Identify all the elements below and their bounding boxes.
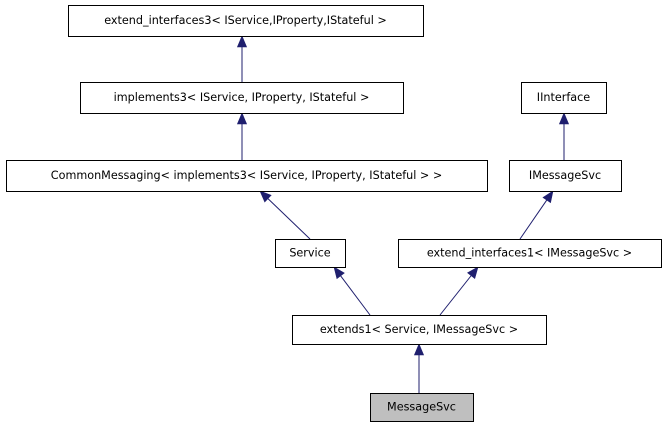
edges-layer <box>236 35 570 393</box>
edge-arrowhead-icon <box>333 266 345 280</box>
class-node-extend-interfaces1[interactable]: extend_interfaces1< IMessageSvc > <box>398 239 662 268</box>
class-node-box[interactable] <box>521 82 607 114</box>
edge-arrowhead-icon <box>413 343 425 356</box>
class-node-label: CommonMessaging< implements3< IService, … <box>51 169 442 182</box>
class-node-messagesvc[interactable]: MessageSvc <box>370 393 474 422</box>
class-node-label: extend_interfaces3< IService,IProperty,I… <box>104 14 387 27</box>
edge-arrowhead-icon <box>236 112 248 125</box>
class-node-iinterface[interactable]: IInterface <box>521 82 607 114</box>
class-node-extends1[interactable]: extends1< Service, IMessageSvc > <box>292 315 547 345</box>
edge-line <box>519 199 548 240</box>
class-node-label: extends1< Service, IMessageSvc > <box>320 323 518 336</box>
class-node-commonmessaging[interactable]: CommonMessaging< implements3< IService, … <box>6 160 488 192</box>
inheritance-edge <box>333 266 371 316</box>
edge-arrowhead-icon <box>467 266 479 279</box>
class-node-box[interactable] <box>6 160 488 192</box>
class-node-label: IMessageSvc <box>529 169 601 182</box>
class-node-box[interactable] <box>509 160 622 192</box>
class-node-imessagesvc[interactable]: IMessageSvc <box>509 160 622 192</box>
inheritance-edge <box>259 190 311 240</box>
class-node-box[interactable] <box>275 239 346 268</box>
class-node-box[interactable] <box>398 239 662 268</box>
inheritance-edge <box>519 190 554 240</box>
class-node-box[interactable] <box>370 393 474 422</box>
edge-arrowhead-icon <box>558 112 570 125</box>
class-node-extend-interfaces3[interactable]: extend_interfaces3< IService,IProperty,I… <box>68 5 424 37</box>
class-node-label: Service <box>289 247 330 260</box>
edge-arrowhead-icon <box>236 35 248 48</box>
class-node-label: extend_interfaces1< IMessageSvc > <box>427 247 632 260</box>
class-node-box[interactable] <box>68 5 424 37</box>
edge-arrowhead-icon <box>542 190 554 204</box>
edge-arrowhead-icon <box>259 190 272 203</box>
edge-line <box>340 275 371 316</box>
inheritance-edge <box>439 266 479 316</box>
inheritance-edge <box>236 35 248 82</box>
class-node-label: implements3< IService, IProperty, IState… <box>114 91 370 104</box>
class-node-service[interactable]: Service <box>275 239 346 268</box>
inheritance-edge <box>558 112 570 160</box>
nodes-layer: extend_interfaces3< IService,IProperty,I… <box>6 5 662 422</box>
class-node-label: IInterface <box>537 91 591 104</box>
edge-line <box>439 275 472 316</box>
inheritance-edge <box>236 112 248 160</box>
class-node-box[interactable] <box>292 315 547 345</box>
class-node-box[interactable] <box>80 82 404 114</box>
class-node-label: MessageSvc <box>387 401 456 414</box>
class-node-implements3[interactable]: implements3< IService, IProperty, IState… <box>80 82 404 114</box>
inheritance-edge <box>413 343 425 393</box>
edge-line <box>267 198 311 240</box>
